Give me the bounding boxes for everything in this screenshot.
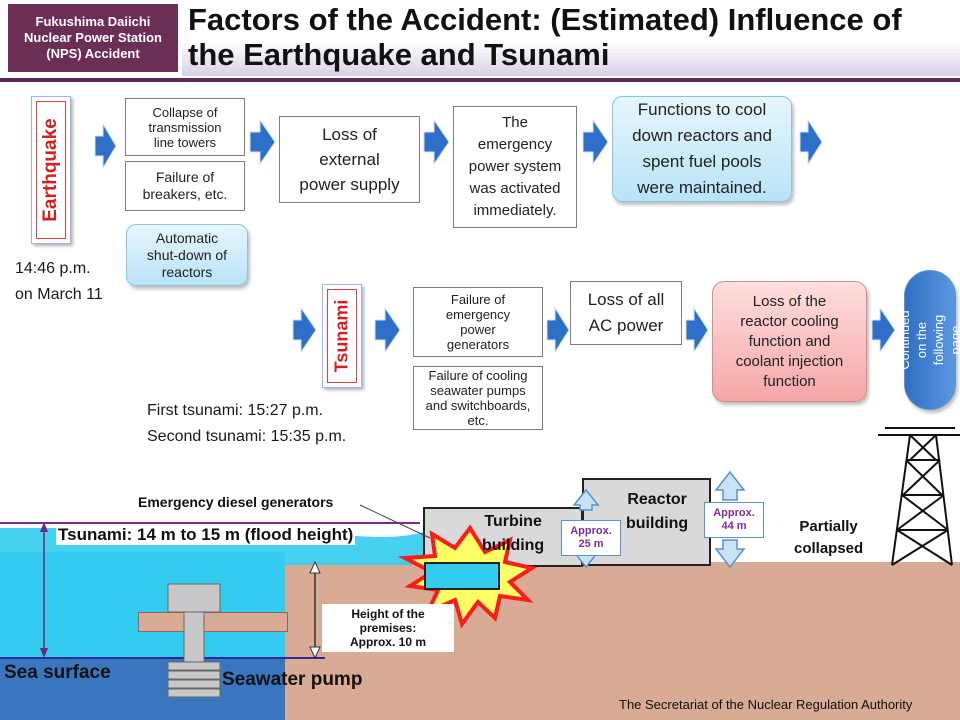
functions-maintained-box: Functions to cool down reactors and spen… xyxy=(612,96,792,202)
loss-cooling-box: Loss of the reactor cooling function and… xyxy=(712,281,867,402)
collapse-towers-box: Collapse of transmission line towers xyxy=(125,98,245,156)
tsunami-times: First tsunami: 15:27 p.m. Second tsunami… xyxy=(147,402,347,445)
premises-height-arrow-bottom xyxy=(309,646,321,660)
breakers-failure-box: Failure of breakers, etc. xyxy=(125,161,245,211)
seawater-pump-label: Seawater pump xyxy=(222,669,363,690)
continued-pill: Continued on the following page xyxy=(897,270,960,410)
pump-head xyxy=(167,583,221,613)
pump-base-4 xyxy=(167,688,221,698)
sea-surface-label: Sea surface xyxy=(4,662,111,683)
diesel-generators-label: Emergency diesel generators xyxy=(138,494,334,510)
premises-height-text: Height of the premises: Approx. 10 m xyxy=(349,607,427,649)
diesel-callout-line xyxy=(359,504,431,539)
pump-base-2 xyxy=(167,670,221,680)
partially-collapsed-label: Partially collapsed xyxy=(794,518,864,557)
transmission-tower xyxy=(878,427,960,566)
arrow-functions-out xyxy=(799,118,823,166)
loss-external-power-box: Loss of external power supply xyxy=(279,116,420,203)
tsunami-height-label: Tsunami: 14 m to 15 m (flood height) xyxy=(56,525,356,545)
approx25-label: Approx. 25 m xyxy=(561,520,621,556)
approx25-text: Approx. 25 m xyxy=(570,525,612,550)
arrow-causes-to-loss-external xyxy=(249,118,276,166)
arrow-emergency-to-functions xyxy=(582,118,609,166)
page-title: Factors of the Accident: (Estimated) Inf… xyxy=(188,2,958,72)
premises-height-arrow-top xyxy=(309,560,321,574)
earthquake-label-box: Earthquake xyxy=(31,96,71,244)
arrow-loss-ac-to-loss-cooling xyxy=(685,306,709,354)
loss-ac-power-box: Loss of all AC power xyxy=(570,281,682,345)
emergency-activated-box: The emergency power system was activated… xyxy=(453,106,577,228)
turbine-building-label: Turbine building xyxy=(482,513,545,554)
auto-shutdown-box: Automatic shut-down of reactors xyxy=(126,224,248,286)
approx44-text: Approx. 44 m xyxy=(713,507,755,532)
earthquake-time: 14:46 p.m. on March 11 xyxy=(15,260,103,303)
page-title-line-1: Factors of the Accident: (Estimated) Inf… xyxy=(188,2,902,37)
arrow-into-tsunami xyxy=(292,306,317,354)
header-badge: Fukushima Daiichi Nuclear Power Station … xyxy=(8,4,178,72)
tsunami-height-arrow-top xyxy=(40,522,48,532)
arrow-loss-external-to-emergency xyxy=(423,118,450,166)
arrow-tsunami-to-failures xyxy=(374,306,401,354)
failure-generators-box: Failure of emergency power generators xyxy=(413,287,543,357)
reactor-building-label: Reactor building xyxy=(626,491,689,532)
footer-credit: The Secretariat of the Nuclear Regulatio… xyxy=(619,697,913,712)
tsunami-label-box: Tsunami xyxy=(322,284,362,388)
failure-pumps-box: Failure of cooling seawater pumps and sw… xyxy=(413,366,543,430)
premises-height-label: Height of the premises: Approx. 10 m xyxy=(322,604,454,652)
pump-base-3 xyxy=(167,679,221,689)
header-badge-text: Fukushima Daiichi Nuclear Power Station … xyxy=(24,14,162,61)
tsunami-height-arrow-bottom xyxy=(40,648,48,658)
approx44-arrow-down xyxy=(714,539,746,569)
approx44-label: Approx. 44 m xyxy=(704,502,764,538)
tsunami-label-frame xyxy=(327,289,357,383)
earthquake-label-frame xyxy=(36,101,66,239)
approx25-arrow-up xyxy=(572,488,600,511)
diesel-generator-room xyxy=(424,562,500,590)
deep-sea xyxy=(0,658,285,720)
page-title-line-2: the Earthquake and Tsunami xyxy=(188,37,610,72)
arrow-loss-cooling-to-continued xyxy=(871,306,896,354)
approx44-arrow-up xyxy=(714,470,746,501)
pump-base-1 xyxy=(167,661,221,671)
arrow-failures-to-loss-ac xyxy=(546,306,570,354)
header-rule xyxy=(0,78,960,82)
header-title-band xyxy=(182,0,960,76)
arrow-earthquake-to-causes xyxy=(94,122,117,170)
